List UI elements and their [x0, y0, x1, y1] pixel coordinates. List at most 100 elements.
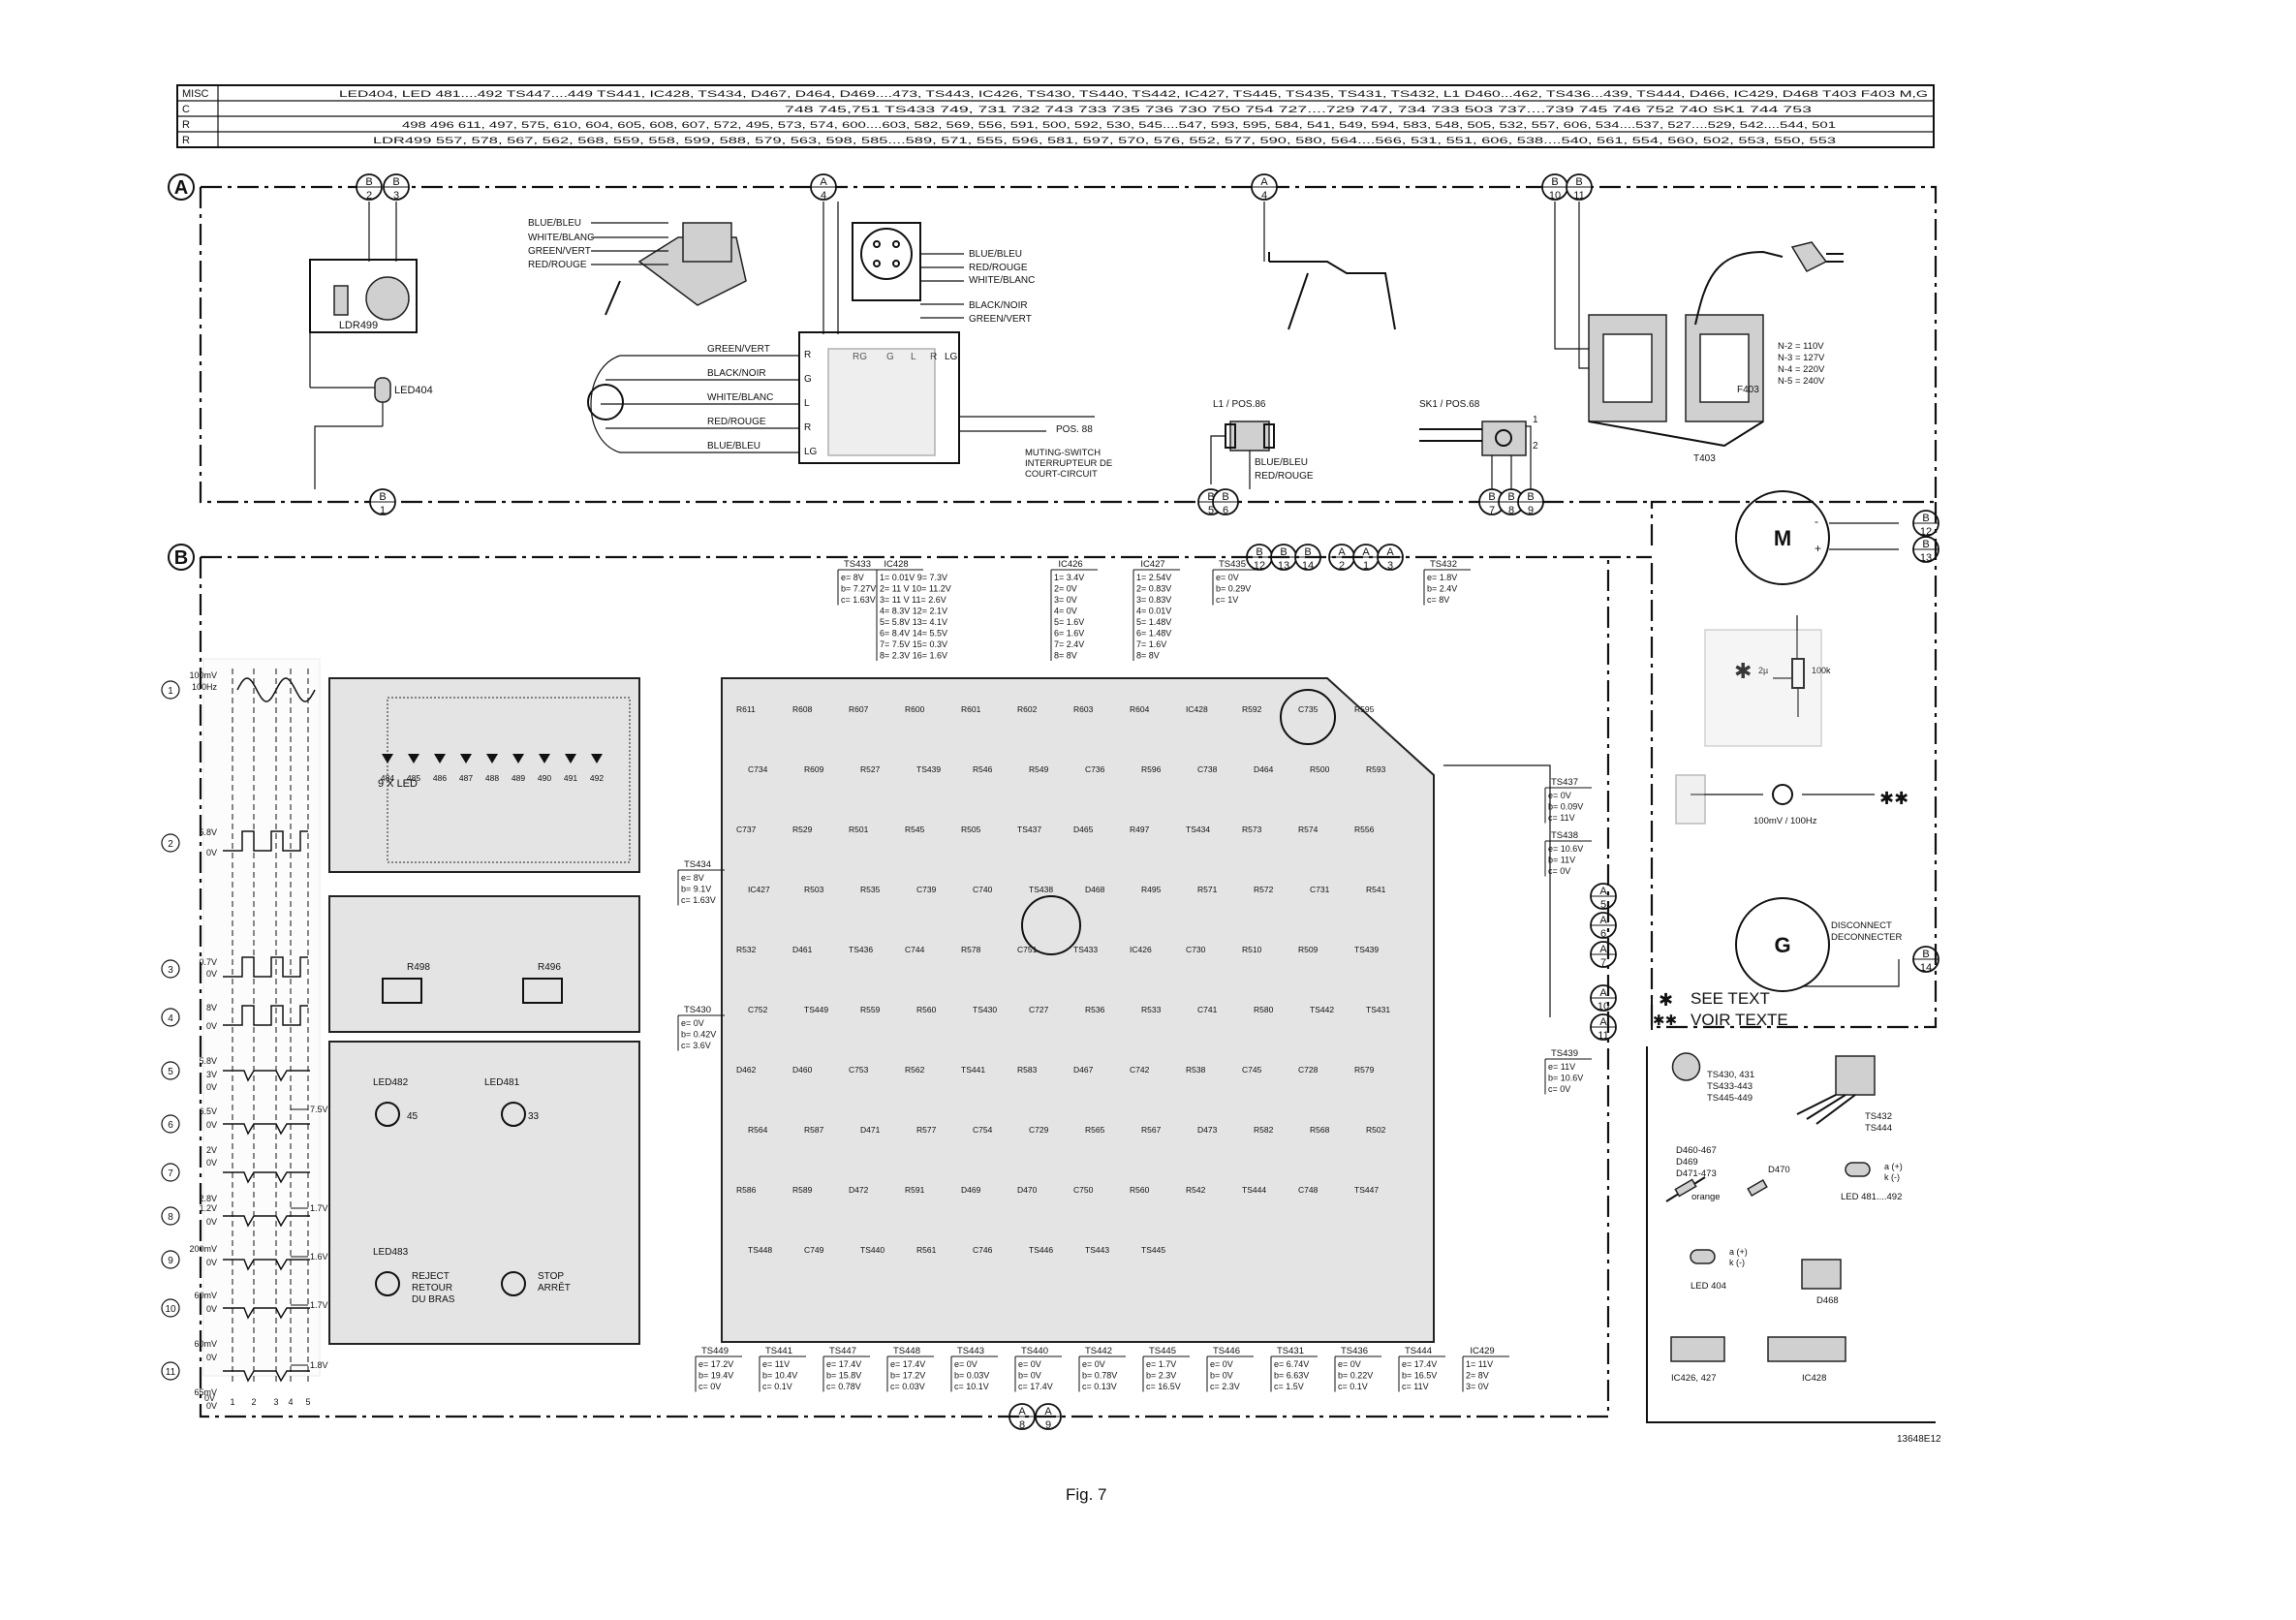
connector-number: 13 — [1920, 552, 1932, 564]
led-number: 485 — [407, 773, 420, 783]
connector-b6: B6 — [1212, 488, 1239, 516]
voltage-table-title: TS441 — [765, 1346, 792, 1356]
led-icon — [408, 754, 419, 763]
plug-wire-label: RED/ROUGE — [707, 417, 766, 427]
board-component-label: D467 — [1073, 1065, 1094, 1075]
connector-letter: B — [1551, 176, 1558, 188]
connector-number: 6 — [1223, 505, 1228, 516]
din-connector-icon — [587, 384, 624, 421]
board-component-label: C745 — [1242, 1065, 1262, 1075]
board-component-label: R541 — [1366, 885, 1386, 894]
voltage-table-row: b= 0.09V — [1548, 802, 1583, 812]
connector-letter: A — [1386, 546, 1394, 558]
voltage-table-row: 1= 2.54V — [1136, 573, 1171, 582]
board-component-label: R529 — [792, 825, 813, 834]
header-row: LED404, LED 481....492 TS447....449 TS44… — [339, 89, 1928, 100]
voltage-table-row: b= 7.27V — [841, 584, 876, 594]
connector-letter: B — [379, 491, 386, 503]
connector-b8: B8 — [1498, 488, 1525, 516]
board-component-label: R607 — [849, 704, 869, 714]
connector-letter: A — [1599, 944, 1607, 955]
voltage-table-row: c= 1.63V — [681, 895, 716, 905]
board-component-label: D470 — [1017, 1185, 1038, 1195]
svg-text:R: R — [804, 350, 811, 360]
board-component-label: R592 — [1242, 704, 1262, 714]
connector-number: 11 — [1598, 1030, 1608, 1042]
board-component-label: C746 — [973, 1245, 993, 1255]
connector-number: 5 — [1208, 505, 1214, 516]
board-component-label: TS444 — [1242, 1185, 1266, 1195]
board-component-label: R535 — [860, 885, 881, 894]
board-component-label: TS439 — [1354, 945, 1379, 954]
board-component-label: D462 — [736, 1065, 757, 1075]
board-component-label: TS446 — [1029, 1245, 1053, 1255]
rectifier-icon — [1801, 1259, 1842, 1290]
board-component-label: R577 — [916, 1125, 937, 1135]
voltage-table-row: c= 2.3V — [1210, 1382, 1240, 1391]
board-component-label: R538 — [1186, 1065, 1206, 1075]
board-component-label: TS433 — [1073, 945, 1098, 954]
waveform-row: 11 — [161, 1361, 310, 1383]
voltage-table-row: e= 0V — [954, 1359, 977, 1369]
connector-number: 9 — [1045, 1419, 1051, 1431]
waveform-index: 7 — [168, 1168, 173, 1179]
board-component-label: R595 — [1354, 704, 1375, 714]
svg-text:G: G — [886, 352, 894, 362]
board-component-label: TS438 — [1029, 885, 1053, 894]
connector-letter: A — [1599, 987, 1607, 999]
section-a: A LDR499 LED404 BLUE/BLEU WHITE/BLANC GR… — [168, 173, 1938, 549]
voltage-table-title: TS444 — [1405, 1346, 1432, 1356]
board-component-label: R591 — [905, 1185, 925, 1195]
legend-text: a (+) — [1884, 1162, 1903, 1171]
plug-wire-label: BLACK/NOIR — [707, 368, 766, 379]
voltage-table-row: e= 8V — [681, 873, 704, 883]
connector-number: 5 — [1600, 899, 1606, 911]
voltage-table-title: TS434 — [684, 859, 711, 870]
voltage-table-row: e= 10.6V — [1548, 844, 1583, 854]
l1-wire-label: RED/ROUGE — [1255, 471, 1314, 482]
reject-label: DU BRAS — [412, 1294, 455, 1305]
voltage-table-title: TS435 — [1219, 559, 1246, 570]
waveform-index: 11 — [166, 1367, 176, 1378]
connector-number: 7 — [1489, 505, 1495, 516]
header-row-label: C — [182, 104, 190, 115]
voltage-table-row: b= 0.22V — [1338, 1371, 1373, 1381]
connector-letter: A — [1599, 1016, 1607, 1028]
board-component-label: D471 — [860, 1125, 881, 1135]
board-component-label: R596 — [1141, 764, 1162, 774]
voltage-table-row: c= 1V — [1216, 595, 1238, 605]
led-icon — [460, 754, 472, 763]
voltage-table-row: 3= 0V — [1466, 1382, 1489, 1391]
voltage-table-title: TS431 — [1277, 1346, 1304, 1356]
board-component-label: C728 — [1298, 1065, 1319, 1075]
waveform-side-label: 1.7V — [310, 1203, 328, 1213]
voltage-table-title: TS430 — [684, 1005, 711, 1015]
waveform-label: 0V — [206, 969, 217, 979]
connector-a11: A 11 — [1590, 1013, 1617, 1042]
voltage-table-row: b= 2.3V — [1146, 1371, 1176, 1381]
waveform-label: 0V — [206, 1158, 217, 1168]
connector-letter: A — [1260, 176, 1268, 188]
board-component-label: C749 — [804, 1245, 824, 1255]
board-component-label: R603 — [1073, 704, 1094, 714]
legend-text: IC426, 427 — [1671, 1373, 1716, 1384]
voltage-table-row: b= 0V — [1018, 1371, 1041, 1381]
voltage-table-row: b= 10.6V — [1548, 1074, 1583, 1083]
connector-letter: B — [392, 176, 399, 188]
plug-wire-label: BLUE/BLEU — [707, 441, 760, 452]
legend-text: D468 — [1816, 1295, 1839, 1306]
mains-voltage: N-2 = 110V — [1778, 341, 1824, 352]
board-component-label: IC426 — [1130, 945, 1152, 954]
source-label: 100mV / 100Hz — [1753, 816, 1817, 826]
connector-letter: B — [1922, 539, 1929, 550]
waveform-axis-label: 0V — [204, 1393, 215, 1403]
board-component-label: R586 — [736, 1185, 757, 1195]
waveform-label: 0V — [206, 1401, 217, 1411]
right-side: M - + ✱ 2µ 100k 100mV / 100Hz ✱✱ G DISCO… — [1650, 490, 1938, 1030]
